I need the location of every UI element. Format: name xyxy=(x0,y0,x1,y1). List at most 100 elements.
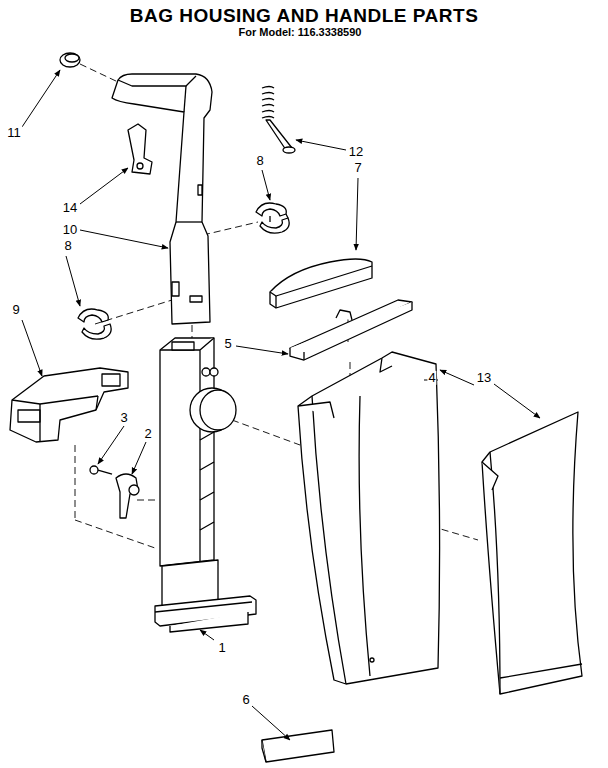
handle-tube xyxy=(172,282,179,296)
leader-arrow xyxy=(80,168,128,204)
leader-arrow xyxy=(440,370,474,385)
inner-bag xyxy=(482,412,582,694)
screw xyxy=(90,466,112,474)
bag-rail xyxy=(290,302,412,360)
hose-clip xyxy=(78,309,108,322)
callout-number: 8 xyxy=(255,154,264,168)
release-pedal xyxy=(116,474,139,518)
handle-cap xyxy=(60,53,80,67)
handle-latch xyxy=(128,124,152,174)
callout-number: 8 xyxy=(63,239,72,253)
callout-number: 2 xyxy=(143,427,152,441)
leader-arrow xyxy=(262,170,270,200)
hose-clip xyxy=(82,324,111,339)
cord-bracket xyxy=(102,374,120,386)
leader-arrow xyxy=(236,346,288,354)
assembly-line xyxy=(75,445,76,520)
leader-arrow xyxy=(22,320,42,376)
hose-clip xyxy=(260,218,289,233)
leader-arrow xyxy=(412,380,424,381)
spring-rod xyxy=(262,87,295,154)
handle-latch xyxy=(137,163,143,169)
assembly-line xyxy=(232,420,300,445)
assembly-line xyxy=(203,222,258,235)
handle-tube xyxy=(176,221,202,222)
inner-bag xyxy=(482,462,498,490)
diagram-title: BAG HOUSING AND HANDLE PARTS xyxy=(129,6,480,27)
callout-number: 3 xyxy=(119,411,128,425)
model-number: For Model: 116.3338590 xyxy=(238,26,363,38)
bag-rail xyxy=(303,352,304,360)
bag-housing-body xyxy=(202,368,210,376)
screw xyxy=(98,470,112,474)
callout-number: 14 xyxy=(62,201,78,215)
spring-rod xyxy=(283,147,295,153)
handle-cap xyxy=(60,53,80,67)
bag-housing-body xyxy=(162,560,218,606)
cord-bracket xyxy=(10,368,128,442)
outer-bag xyxy=(298,352,440,684)
callout-number: 10 xyxy=(62,223,78,237)
assembly-line xyxy=(137,500,157,501)
release-pedal xyxy=(116,474,138,518)
callout-number: 11 xyxy=(6,126,22,140)
handle-cap xyxy=(65,54,79,62)
bag-housing-body xyxy=(160,338,214,564)
bag-bottom-clip xyxy=(262,740,266,762)
bag-housing-body xyxy=(170,612,248,632)
leader-arrow xyxy=(296,140,346,150)
cord-bracket xyxy=(18,410,40,422)
handle-tube xyxy=(198,185,202,195)
callout-number: 9 xyxy=(11,303,20,317)
cord-bracket xyxy=(12,396,98,404)
leader-arrow xyxy=(22,70,540,740)
bag-housing-body xyxy=(155,338,256,632)
leader-arrow xyxy=(22,70,60,127)
leader-arrow xyxy=(494,384,540,418)
outer-bag xyxy=(370,658,374,662)
hose-clip xyxy=(270,214,288,222)
callout-number: 6 xyxy=(241,693,250,707)
top-cover xyxy=(270,266,372,296)
cord-bracket xyxy=(10,368,128,442)
spring-rod xyxy=(266,120,292,150)
hose-clip xyxy=(78,309,111,339)
bag-rail xyxy=(290,300,412,360)
bag-rail xyxy=(336,310,352,320)
top-cover xyxy=(270,259,372,308)
screw xyxy=(90,466,98,474)
hose-clip xyxy=(256,203,286,216)
cord-bracket xyxy=(40,396,98,442)
inner-bag xyxy=(482,412,582,694)
leader-arrow xyxy=(66,256,80,306)
handle-tube xyxy=(112,74,212,324)
leader-arrow xyxy=(132,442,146,474)
bag-housing-body xyxy=(160,338,214,566)
assembly-line xyxy=(75,520,155,548)
handle-tube xyxy=(190,296,202,302)
callout-number: 4 xyxy=(427,371,436,385)
handle-tube xyxy=(112,74,212,324)
handle-tube xyxy=(184,86,186,112)
bag-housing-body xyxy=(200,432,214,530)
leader-arrow xyxy=(356,178,358,250)
outer-bag xyxy=(359,396,370,676)
leader-arrow xyxy=(200,630,214,640)
outer-bag xyxy=(298,352,440,684)
hose-clip xyxy=(256,203,289,233)
bag-housing-body xyxy=(210,368,218,376)
bag-housing-body xyxy=(155,602,252,612)
callout-number: 1 xyxy=(217,641,226,655)
outer-bag xyxy=(298,402,334,418)
outer-bag xyxy=(380,358,392,372)
handle-tube xyxy=(118,76,196,86)
leader-arrow xyxy=(252,706,290,740)
release-pedal xyxy=(129,485,139,495)
bag-bottom-clip xyxy=(262,730,334,762)
callout-number: 7 xyxy=(353,161,362,175)
bag-housing-body xyxy=(172,342,194,350)
top-cover xyxy=(270,259,372,308)
callout-number: 5 xyxy=(223,337,232,351)
callout-number: 13 xyxy=(476,371,492,385)
